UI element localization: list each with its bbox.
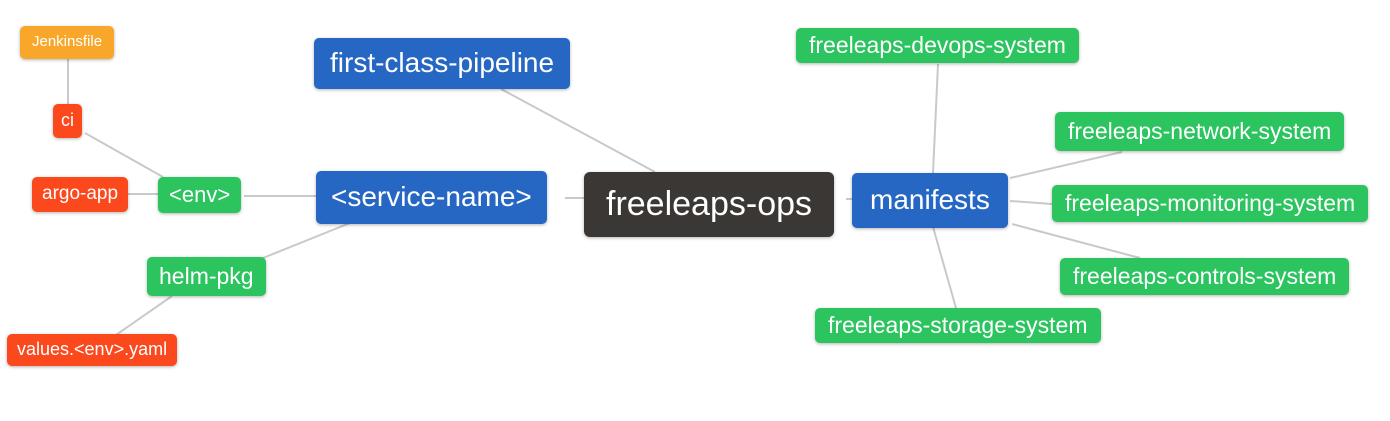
- node-freeleaps-devops-system[interactable]: freeleaps-devops-system: [796, 28, 1079, 64]
- node-values-env-yaml[interactable]: values.<env>.yaml: [7, 334, 178, 366]
- node-freeleaps-network-system[interactable]: freeleaps-network-system: [1055, 112, 1345, 152]
- edge-manifests-network: [1009, 151, 1123, 179]
- node-env[interactable]: <env>: [158, 177, 242, 214]
- node-ci[interactable]: ci: [53, 104, 82, 138]
- node-freeleaps-controls-system[interactable]: freeleaps-controls-system: [1060, 258, 1350, 296]
- node-argo-app[interactable]: argo-app: [32, 177, 129, 212]
- node-freeleaps-monitoring-system[interactable]: freeleaps-monitoring-system: [1052, 185, 1369, 223]
- node-freeleaps-storage-system[interactable]: freeleaps-storage-system: [815, 308, 1101, 344]
- node-first-class-pipeline[interactable]: first-class-pipeline: [314, 38, 571, 89]
- node-jenkinsfile[interactable]: Jenkinsfile: [20, 26, 115, 59]
- edge-manifests-monitoring: [1009, 200, 1053, 205]
- edge-pipeline-freeleaps-ops: [500, 88, 656, 173]
- edge-values-yaml-helm-pkg: [115, 295, 173, 336]
- node-manifests[interactable]: manifests: [852, 173, 1008, 228]
- edge-manifests-storage: [932, 226, 957, 309]
- edge-helm-pkg-service-name: [262, 222, 351, 259]
- node-service-name[interactable]: <service-name>: [316, 171, 547, 224]
- edge-manifests-devops: [932, 63, 939, 174]
- edge-manifests-controls: [1011, 223, 1141, 259]
- node-freeleaps-ops[interactable]: freeleaps-ops: [584, 172, 835, 238]
- edge-ci-env: [84, 132, 164, 178]
- node-helm-pkg[interactable]: helm-pkg: [147, 257, 266, 297]
